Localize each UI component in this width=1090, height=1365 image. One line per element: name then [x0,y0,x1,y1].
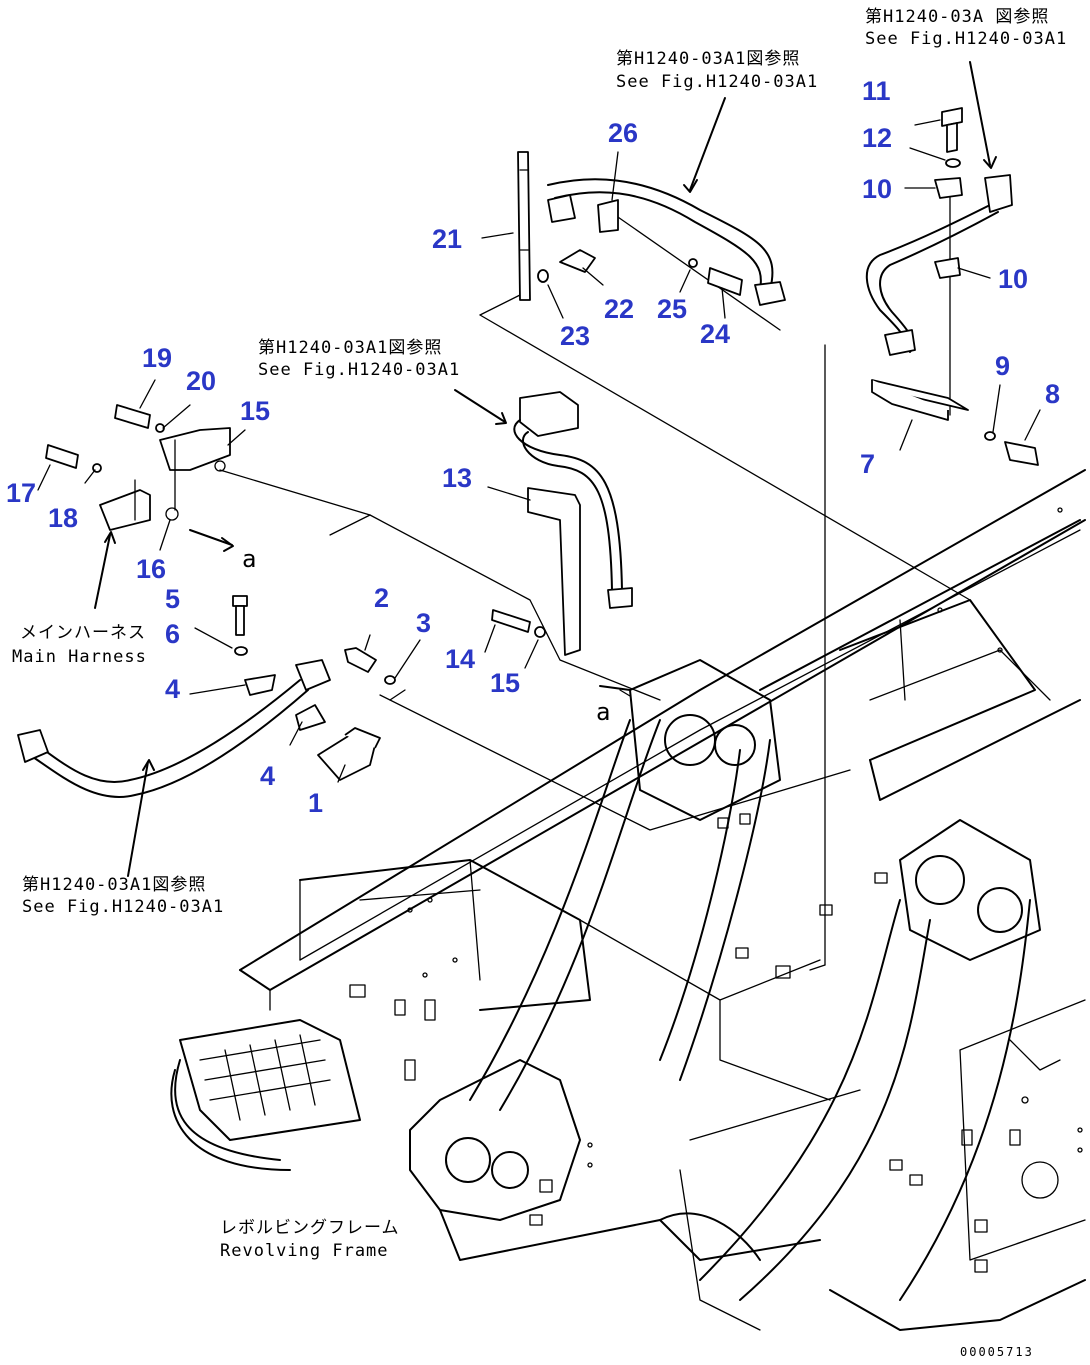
callout-leaders [37,119,1041,783]
label-main-harness-en: Main Harness [12,647,147,667]
bracket-7 [871,379,969,421]
callout-23: 23 [560,321,590,351]
reference-arrows [94,61,997,877]
ref-middle-jp: 第H1240-03A1図参照 [258,338,442,358]
callout-4-upper: 4 [165,674,180,704]
harness-left [17,659,331,798]
callout-7: 7 [860,449,875,479]
connection-lines [219,189,971,971]
revolving-frame [170,469,1086,1331]
callout-5: 5 [165,584,180,614]
callout-11: 11 [862,76,891,106]
callout-17: 17 [6,478,36,508]
ref-top-center-jp: 第H1240-03A1図参照 [616,49,800,69]
reference-notes: 第H1240-03A 図参照 See Fig.H1240-03A1 第H1240… [12,7,1067,1359]
callout-22: 22 [604,294,634,324]
ref-middle-en: See Fig.H1240-03A1 [258,360,460,380]
ref-bottom-left-jp: 第H1240-03A1図参照 [22,875,206,895]
callout-6: 6 [165,619,180,649]
callout-26: 26 [608,118,638,148]
fasteners [45,107,1039,781]
callout-3: 3 [416,608,431,638]
callout-8: 8 [1045,379,1060,409]
callout-4-lower: 4 [260,761,275,791]
drawing-number: 00005713 [960,1345,1034,1359]
callout-10-upper: 10 [862,174,892,204]
callout-2: 2 [374,583,389,613]
callout-12: 12 [862,123,892,153]
ref-top-center-en: See Fig.H1240-03A1 [616,72,818,92]
bracket-21 [517,151,531,301]
callout-15-right: 15 [490,668,520,698]
bracket-13-and-harness [513,391,633,656]
detail-mark-a-center: a [596,698,610,726]
callout-21: 21 [432,224,462,254]
callout-19: 19 [142,343,172,373]
label-revolving-frame-jp: レボルビングフレーム [220,1218,400,1238]
callout-1: 1 [308,788,323,818]
bracket-16-mount [99,427,231,531]
callout-16: 16 [136,554,166,584]
callout-15-left: 15 [240,396,270,426]
harness-right [865,174,1013,356]
callout-13: 13 [442,463,472,493]
ref-top-right-jp: 第H1240-03A 図参照 [865,7,1049,27]
callout-20: 20 [186,366,216,396]
callout-10-lower: 10 [998,264,1028,294]
callout-9: 9 [995,351,1010,381]
harness-top-center [547,178,786,306]
detail-mark-a-left: a [242,545,256,573]
callout-numbers: 1 2 3 4 4 5 6 7 8 9 10 10 11 12 13 14 15… [6,76,1060,818]
callout-14: 14 [445,644,475,674]
callout-25: 25 [657,294,687,324]
label-main-harness-jp: メインハーネス [20,623,146,643]
ref-bottom-left-en: See Fig.H1240-03A1 [22,897,224,917]
callout-24: 24 [700,319,730,349]
label-revolving-frame-en: Revolving Frame [220,1241,389,1261]
callout-18: 18 [48,503,78,533]
ref-top-right-en: See Fig.H1240-03A1 [865,29,1067,49]
